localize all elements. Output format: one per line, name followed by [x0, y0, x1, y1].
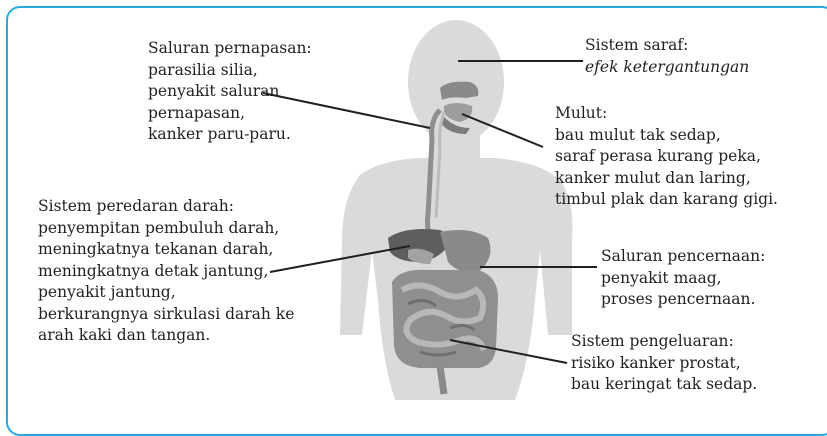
annotation-line: kanker mulut dan laring,: [555, 168, 778, 190]
annotation-line: bau mulut tak sedap,: [555, 125, 778, 147]
annotation-line: meningkatnya detak jantung,: [38, 261, 294, 283]
annotation-mouth: Mulut: bau mulut tak sedap, saraf perasa…: [555, 103, 778, 211]
annotation-line: berkurangnya sirkulasi darah ke: [38, 304, 294, 326]
annotation-line: penyempitan pembuluh darah,: [38, 218, 294, 240]
annotation-line: timbul plak dan karang gigi.: [555, 189, 778, 211]
annotation-title: Mulut:: [555, 103, 778, 125]
annotation-title: Saluran pencernaan:: [601, 246, 765, 268]
annotation-line: arah kaki dan tangan.: [38, 325, 294, 347]
annotation-title: Sistem pengeluaran:: [571, 331, 757, 353]
annotation-line: penyakit jantung,: [38, 282, 294, 304]
annotation-line: penyakit saluran: [148, 81, 312, 103]
annotation-line: bau keringat tak sedap.: [571, 374, 757, 396]
annotation-title: Sistem saraf:: [585, 35, 749, 57]
annotation-line: penyakit maag,: [601, 268, 765, 290]
annotation-line: meningkatnya tekanan darah,: [38, 239, 294, 261]
annotation-line: saraf perasa kurang peka,: [555, 146, 778, 168]
annotation-respiratory: Saluran pernapasan: parasilia silia, pen…: [148, 38, 312, 146]
annotation-line: efek ketergantungan: [585, 57, 749, 79]
annotation-line: parasilia silia,: [148, 60, 312, 82]
annotation-nervous-system: Sistem saraf: efek ketergantungan: [585, 35, 749, 78]
annotation-title: Sistem peredaran darah:: [38, 196, 294, 218]
annotation-circulatory: Sistem peredaran darah: penyempitan pemb…: [38, 196, 294, 347]
annotation-line: kanker paru-paru.: [148, 124, 312, 146]
annotation-digestive: Saluran pencernaan: penyakit maag, prose…: [601, 246, 765, 311]
annotation-line: pernapasan,: [148, 103, 312, 125]
annotation-title: Saluran pernapasan:: [148, 38, 312, 60]
annotation-excretory: Sistem pengeluaran: risiko kanker prosta…: [571, 331, 757, 396]
annotation-line: proses pencernaan.: [601, 289, 765, 311]
annotation-line: risiko kanker prostat,: [571, 353, 757, 375]
